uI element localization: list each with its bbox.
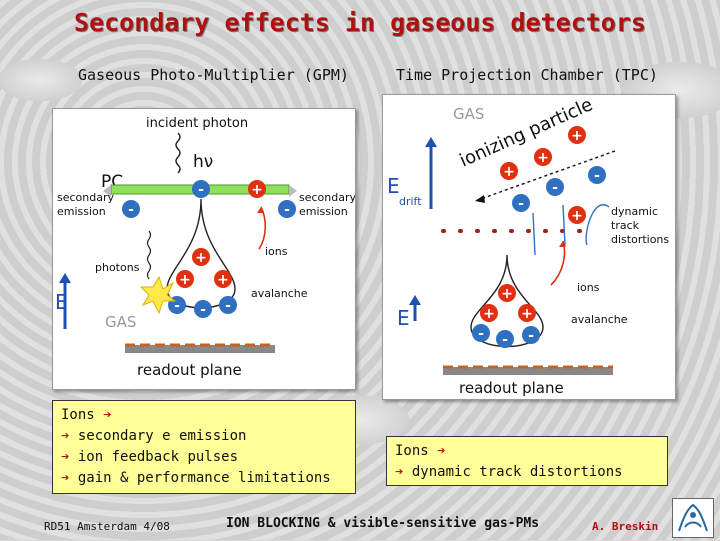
svg-text:+: +: [501, 286, 513, 302]
sec-emission-right-1: secondary: [299, 191, 355, 204]
tpc-ions-label: ions: [577, 281, 600, 294]
arrow-icon: ➔: [61, 428, 70, 444]
svg-text:+: +: [503, 164, 515, 180]
svg-text:+: +: [571, 208, 583, 224]
e-drift-label: E: [387, 174, 400, 198]
svg-text:+: +: [251, 182, 263, 198]
svg-text:-: -: [198, 182, 204, 198]
footer-left: RD51 Amsterdam 4/08: [44, 520, 170, 533]
slide-title: Secondary effects in gaseous detectors: [74, 8, 646, 37]
svg-text:-: -: [174, 298, 180, 314]
svg-text:+: +: [217, 272, 229, 288]
distortions-1: dynamic: [611, 205, 658, 218]
institution-logo-icon: [672, 498, 714, 538]
tpc-diagram: GAS ionizing particle + + + - - - + E dr…: [382, 94, 676, 400]
svg-text:-: -: [528, 328, 534, 344]
svg-text:-: -: [200, 302, 206, 318]
tpc-ions-box: Ions ➔ ➔ dynamic track distortions: [386, 436, 668, 486]
svg-text:+: +: [195, 250, 207, 266]
svg-text:-: -: [284, 202, 290, 218]
tpc-subtitle: Time Projection Chamber (TPC): [396, 66, 658, 84]
distortions-3: distortions: [611, 233, 669, 246]
gpm-box-line: ➔ ion feedback pulses: [61, 449, 239, 465]
tpc-gas-label: GAS: [453, 105, 484, 123]
footer-right: A. Breskin: [592, 520, 659, 533]
gpm-box-line: Ions ➔: [61, 407, 112, 423]
sec-emission-left-2: emission: [57, 205, 106, 218]
tpc-e-field-label: E: [397, 306, 410, 330]
svg-text:+: +: [521, 306, 533, 322]
arrow-icon: ➔: [103, 407, 112, 423]
svg-text:-: -: [225, 298, 231, 314]
svg-text:+: +: [537, 150, 549, 166]
arrow-icon: ➔: [395, 464, 404, 480]
incident-photon-label: incident photon: [146, 116, 248, 131]
svg-text:+: +: [571, 128, 583, 144]
ions-label: ions: [265, 245, 288, 258]
distortions-2: track: [611, 219, 640, 232]
avalanche-label: avalanche: [251, 287, 308, 300]
svg-text:-: -: [502, 332, 508, 348]
footer-center: ION BLOCKING & visible-sensitive gas-PMs: [226, 516, 540, 531]
readout-plane-label: readout plane: [137, 361, 242, 379]
drift-sub-label: drift: [399, 195, 422, 208]
gpm-box-line: ➔ secondary e emission: [61, 428, 247, 444]
arrow-icon: ➔: [437, 443, 446, 459]
svg-text:-: -: [518, 196, 524, 212]
gpm-box-line: ➔ gain & performance limitations: [61, 470, 331, 486]
gpm-ions-box: Ions ➔ ➔ secondary e emission ➔ ion feed…: [52, 400, 356, 494]
svg-text:-: -: [594, 168, 600, 184]
arrow-icon: ➔: [61, 470, 70, 486]
svg-text:-: -: [552, 180, 558, 196]
tpc-box-line: ➔ dynamic track distortions: [395, 464, 623, 480]
svg-text:+: +: [179, 272, 191, 288]
tpc-avalanche-label: avalanche: [571, 313, 628, 326]
hv-label: hν: [193, 152, 213, 172]
gpm-diagram: incident photon hν PC secondary emission…: [52, 108, 356, 390]
e-field-label: E: [55, 290, 68, 314]
arrow-icon: ➔: [61, 449, 70, 465]
tpc-box-line: Ions ➔: [395, 443, 446, 459]
gpm-subtitle: Gaseous Photo-Multiplier (GPM): [78, 66, 349, 84]
sec-emission-right-2: emission: [299, 205, 348, 218]
svg-text:-: -: [128, 202, 134, 218]
svg-text:-: -: [478, 326, 484, 342]
tpc-readout-plane-label: readout plane: [459, 379, 564, 397]
svg-text:+: +: [483, 306, 495, 322]
sec-emission-left-1: secondary: [57, 191, 114, 204]
gas-label: GAS: [105, 313, 136, 331]
photons-label: photons: [95, 261, 140, 274]
